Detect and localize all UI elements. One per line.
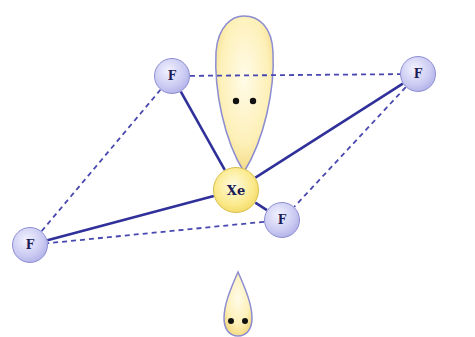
bond-line [181, 92, 225, 170]
bond-line [47, 196, 213, 240]
square-edge [42, 90, 161, 231]
atom-symbol: Xe [227, 183, 245, 198]
electron-dot [233, 98, 239, 104]
atom-symbol: F [26, 238, 35, 252]
fluorine-atom: F [264, 202, 300, 238]
fluorine-atom: F [12, 227, 48, 263]
bond-line [255, 203, 267, 211]
bond-line [255, 84, 402, 178]
lone-pair-lobe [224, 272, 252, 336]
atom-symbol: F [414, 67, 423, 81]
square-edge [48, 222, 264, 243]
electron-dot [242, 318, 248, 324]
square-edge [190, 74, 400, 76]
fluorine-atom: F [154, 58, 190, 94]
electron-dot [250, 98, 256, 104]
xenon-atom: Xe [213, 167, 259, 213]
fluorine-atom: F [400, 56, 436, 92]
square-edge [294, 87, 405, 207]
atom-symbol: F [168, 69, 177, 83]
electron-dot [228, 318, 234, 324]
lone-pair-lobe [216, 16, 273, 172]
atom-symbol: F [278, 213, 287, 227]
